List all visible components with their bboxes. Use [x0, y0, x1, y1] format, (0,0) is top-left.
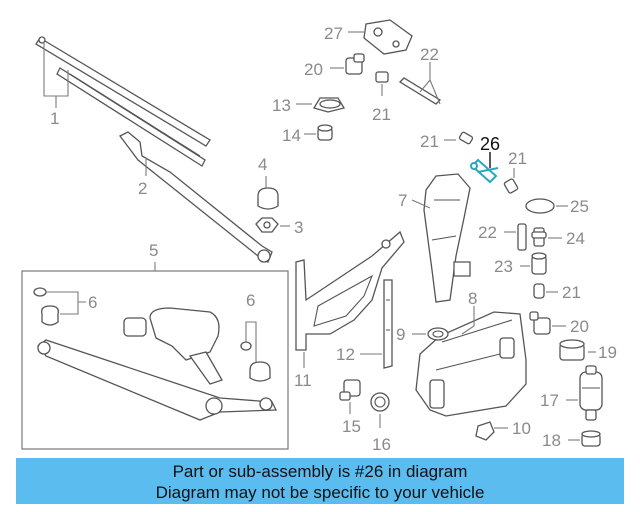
- callout-26: 26: [480, 134, 500, 154]
- callout-19: 19: [598, 343, 617, 362]
- reservoir-clip: [475, 421, 495, 441]
- leader-line-22a: [419, 62, 441, 105]
- grommet-right: [240, 341, 271, 382]
- callout-22b: 22: [478, 223, 497, 242]
- leader-line-6b: [245, 321, 257, 362]
- callout-21b: 21: [420, 132, 439, 151]
- washer-nozzle: [363, 19, 413, 55]
- callout-11: 11: [294, 371, 312, 390]
- callout-10: 10: [512, 419, 531, 438]
- callout-4: 4: [258, 155, 267, 174]
- hose-fitting-top: [375, 71, 389, 83]
- washer-pump: [579, 365, 603, 421]
- pump-grommet: [370, 392, 390, 412]
- banner-line-1: Part or sub-assembly is #26 in diagram: [172, 462, 468, 481]
- callout-5: 5: [149, 241, 158, 260]
- wiper-blade-assembly: [35, 36, 211, 167]
- callout-17: 17: [540, 391, 559, 410]
- hose-fitting-right: [503, 178, 519, 194]
- pump-connector: [339, 379, 361, 401]
- washer-bracket: [295, 230, 405, 351]
- pump-seal: [559, 339, 585, 361]
- hose-tube: [398, 77, 442, 105]
- leader-line-6a: [46, 291, 86, 315]
- callout-12: 12: [336, 345, 355, 364]
- callout-20a: 20: [304, 60, 323, 79]
- t-connector: [531, 252, 547, 275]
- pump-grommet-lower: [581, 430, 601, 447]
- wiper-arm: [119, 131, 273, 263]
- filler-neck: [423, 173, 471, 303]
- info-banner: Part or sub-assembly is #26 in diagram D…: [16, 458, 624, 504]
- callout-13: 13: [272, 96, 291, 115]
- callout-9: 9: [396, 325, 405, 344]
- callout-21c: 21: [508, 149, 527, 168]
- hose-fitting-mid: [458, 131, 474, 145]
- leader-line-7: [411, 199, 431, 209]
- callout-23: 23: [494, 257, 513, 276]
- hose-fitting-lower: [533, 283, 545, 299]
- bumper-plug: [317, 124, 333, 141]
- check-valve: [531, 227, 547, 247]
- callout-7: 7: [398, 191, 407, 210]
- callout-8: 8: [468, 289, 477, 308]
- callout-21d: 21: [562, 283, 581, 302]
- nozzle-cap: [313, 97, 346, 113]
- mounting-strap: [383, 279, 393, 369]
- banner-line-2: Diagram may not be specific to your vehi…: [155, 483, 485, 502]
- grommet-left: [33, 287, 59, 326]
- leader-line-1: [43, 42, 69, 108]
- arm-nut: [255, 217, 279, 233]
- parts-diagram: 1 2 4 3 5 6 6: [21, 19, 617, 454]
- wiper-linkage: [37, 307, 278, 421]
- hose-tube-short: [517, 223, 527, 251]
- callout-21a: 21: [372, 105, 391, 124]
- callout-16: 16: [372, 435, 391, 454]
- level-sensor-seal: [525, 198, 555, 214]
- callout-1: 1: [50, 109, 59, 128]
- leader-line-8: [461, 306, 475, 335]
- callout-22a: 22: [420, 45, 439, 64]
- callout-18: 18: [542, 431, 561, 450]
- highlighted-part-26: [470, 158, 499, 184]
- hose-connector: [345, 53, 365, 75]
- callout-6b: 6: [246, 291, 255, 310]
- callout-14: 14: [282, 126, 301, 145]
- callout-6a: 6: [88, 293, 97, 312]
- callout-3: 3: [294, 218, 303, 237]
- callout-25: 25: [570, 197, 589, 216]
- callout-20b: 20: [570, 317, 589, 336]
- reservoir-grommet: [427, 327, 449, 341]
- arm-cap: [257, 187, 279, 210]
- callout-24: 24: [566, 229, 585, 248]
- callout-2: 2: [138, 179, 147, 198]
- callout-27: 27: [324, 24, 343, 43]
- pump-connector-right: [529, 311, 551, 335]
- callout-15: 15: [342, 417, 361, 436]
